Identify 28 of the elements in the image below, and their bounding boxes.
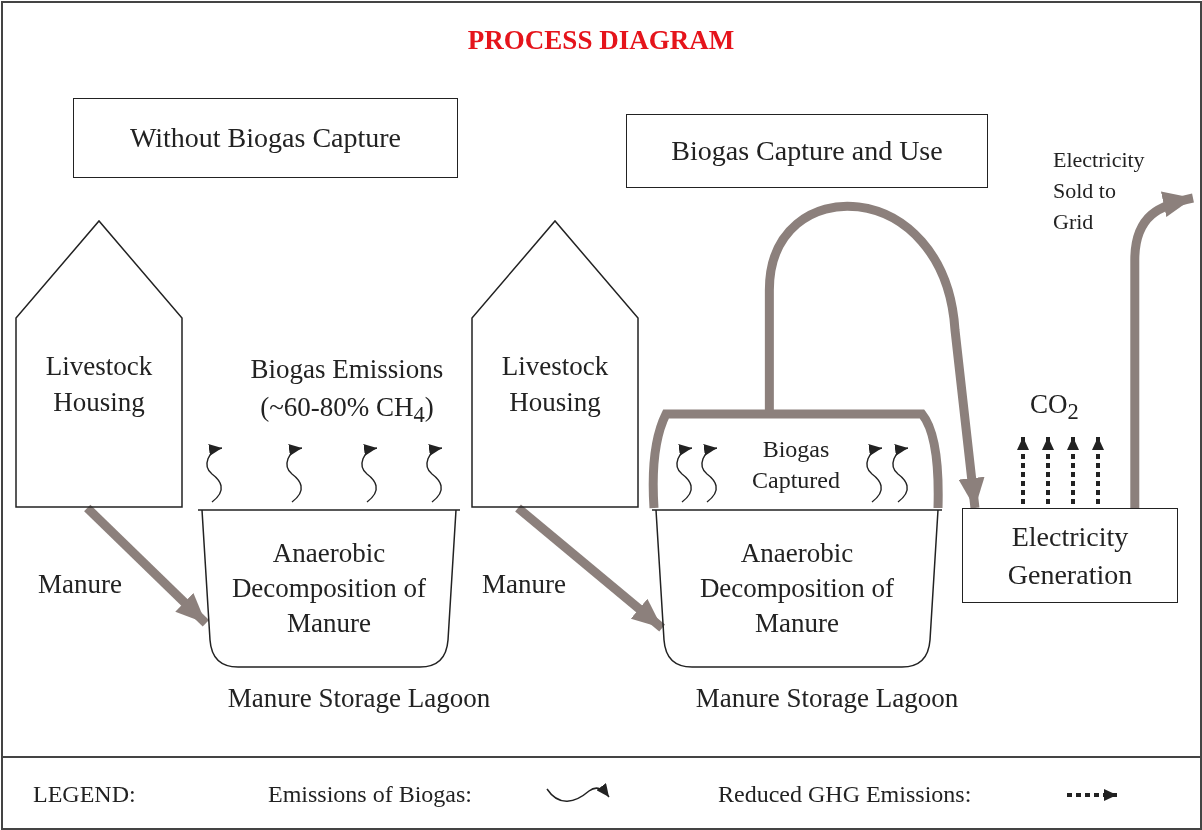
box-heading: Electricity Generation — [1006, 519, 1134, 592]
lagoon-caption: Manure Storage Lagoon — [694, 682, 960, 715]
house-shape — [15, 220, 183, 508]
gas-label: CO$_{2}$ — [1030, 388, 1079, 427]
legend-text: Reduced GHG Emissions: — [718, 780, 972, 809]
title-box — [626, 114, 988, 188]
lagoon-shape — [652, 508, 942, 668]
arrow — [84, 504, 209, 627]
box-heading: Biogas Capture and Use — [671, 134, 943, 169]
lagoon-caption: Manure Storage Lagoon — [226, 682, 492, 715]
title-box — [962, 508, 1178, 603]
house-shape — [471, 220, 639, 508]
emission-label: Biogas Emissions (~60-80% CH$_{4}$) — [249, 353, 445, 430]
legend-text: Emissions of Biogas: — [268, 780, 472, 809]
lagoon-label: Anaerobic Decomposition of Manure — [698, 537, 896, 641]
arrow — [1130, 191, 1194, 508]
arrow — [764, 202, 985, 509]
arrow — [515, 504, 666, 632]
building-label: Livestock Housing — [500, 350, 610, 420]
dome-label: Biogas Captured — [751, 434, 841, 495]
building-label: Livestock Housing — [44, 350, 154, 420]
lagoon-shape — [198, 508, 460, 668]
legend-heading: LEGEND: — [33, 780, 136, 809]
output-label: Electricity Sold to Grid — [1053, 146, 1146, 236]
box-heading: Without Biogas Capture — [129, 121, 402, 156]
lagoon-label: Anaerobic Decomposition of Manure — [230, 537, 428, 641]
diagram-title: PROCESS DIAGRAM — [466, 24, 736, 57]
title-box — [73, 98, 458, 178]
